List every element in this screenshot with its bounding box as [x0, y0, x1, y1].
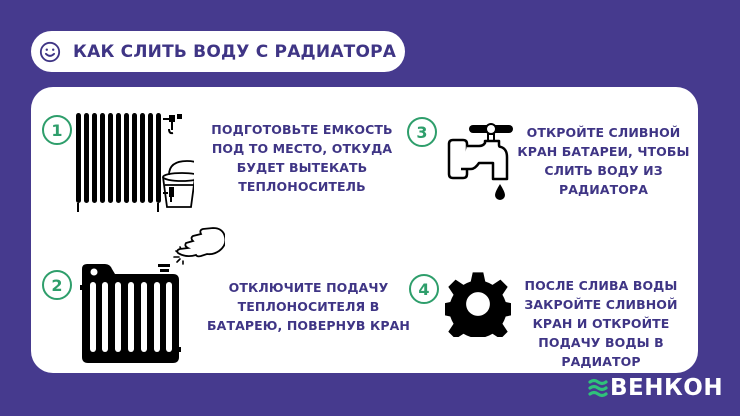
gear-icon	[445, 272, 511, 337]
step-1-number: 1	[42, 115, 72, 145]
brand-name: ВЕНКОН	[610, 375, 724, 401]
waves-logo-icon	[588, 378, 608, 398]
step-1-text: ПОДГОТОВЬТЕ ЕМКОСТЬ ПОД ТО МЕСТО, ОТКУДА…	[211, 122, 393, 194]
step-2-number: 2	[42, 270, 72, 300]
step-4-text: ПОСЛЕ СЛИВА ВОДЫ ЗАКРОЙТЕ СЛИВНОЙ КРАН И…	[524, 278, 678, 369]
step-3-number: 3	[407, 117, 437, 147]
smile-icon	[39, 41, 61, 62]
title-banner: КАК СЛИТЬ ВОДУ С РАДИАТОРА	[31, 31, 405, 72]
step-3-text: ОТКРОЙТЕ СЛИВНОЙ КРАН БАТАРЕИ, ЧТОБЫ СЛИ…	[517, 125, 690, 197]
radiator-valve-hand-icon	[80, 227, 225, 363]
page-title: КАК СЛИТЬ ВОДУ С РАДИАТОРА	[73, 41, 397, 62]
brand-logo: ВЕНКОН	[588, 375, 723, 401]
water-tap-icon	[447, 123, 513, 200]
step-2-text: ОТКЛЮЧИТЕ ПОДАЧУ ТЕПЛОНОСИТЕЛЯ В БАТАРЕЮ…	[207, 280, 410, 333]
steps-card: 1	[31, 87, 698, 373]
radiator-with-bucket-icon	[76, 113, 194, 212]
step-4-number: 4	[409, 274, 439, 304]
